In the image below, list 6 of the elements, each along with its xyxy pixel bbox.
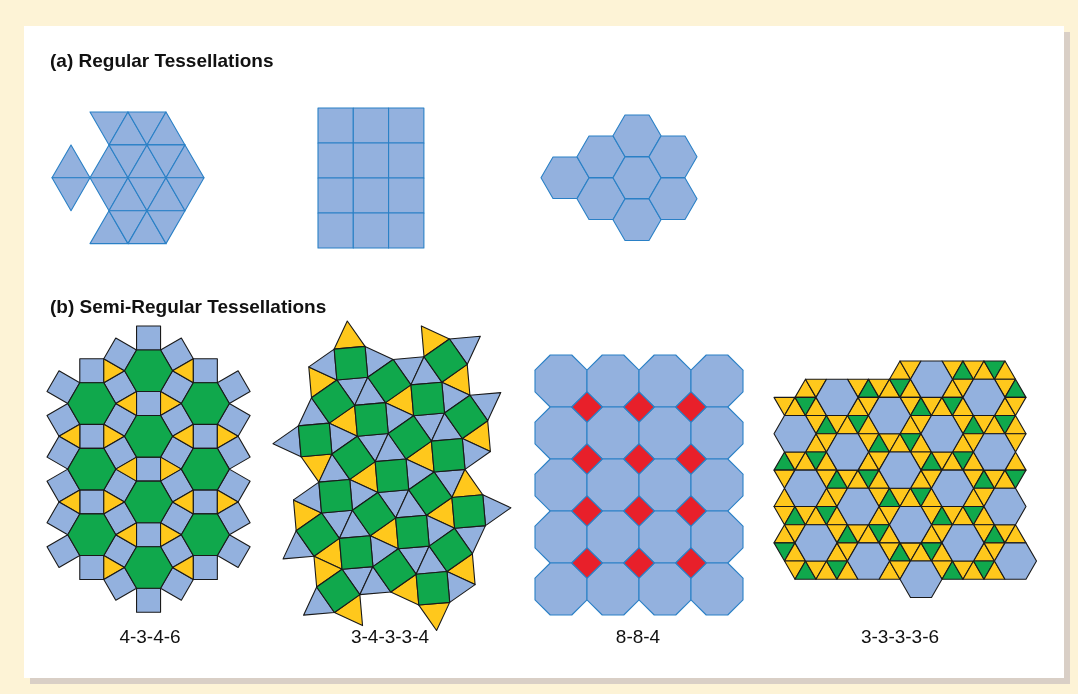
section-heading: (b) Semi-Regular Tessellations <box>50 296 327 318</box>
tiling-caption: 3-4-3-3-4 <box>350 626 430 648</box>
tiling-caption: 4-3-4-6 <box>119 626 181 648</box>
tiling-caption: 3-3-3-3-6 <box>860 626 940 648</box>
tiling-caption: 8-8-4 <box>615 626 661 648</box>
section-heading: (a) Regular Tessellations <box>50 50 274 72</box>
